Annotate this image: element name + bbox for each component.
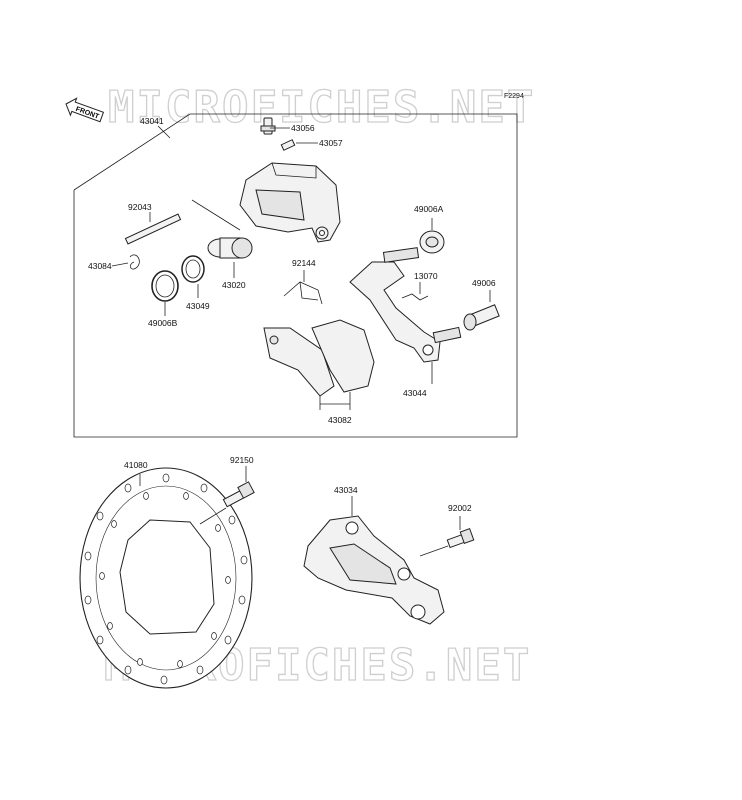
label-92150: 92150: [230, 455, 254, 465]
brake-pads-icon: [263, 319, 375, 410]
label-43056: 43056: [291, 123, 315, 133]
label-43049: 43049: [186, 301, 210, 311]
bracket-spring-icon: [401, 282, 429, 301]
watermark-top: MICROFICHES.NET: [108, 82, 535, 133]
label-43084: 43084: [88, 261, 112, 271]
bleeder-screw-icon: [260, 117, 290, 135]
label-43044: 43044: [403, 388, 427, 398]
caliper-holder-icon: [303, 496, 445, 625]
slide-pin-icon: [124, 212, 182, 245]
label-43082: 43082: [328, 415, 352, 425]
label-49006A: 49006A: [414, 204, 444, 214]
label-43034: 43034: [334, 485, 358, 495]
dust-seal-icon: [151, 270, 179, 316]
label-92043: 92043: [128, 202, 152, 212]
caliper-body-icon: [239, 162, 341, 243]
label-49006: 49006: [472, 278, 496, 288]
front-arrow-icon: FRONT: [65, 97, 105, 123]
piston-seal-icon: [181, 255, 205, 298]
caliper-bracket-icon: [349, 247, 462, 384]
sleeve-bolt-icon: [463, 290, 500, 331]
brake-disc-icon: [79, 467, 253, 689]
pad-spring-icon: [283, 270, 323, 305]
label-92002: 92002: [448, 503, 472, 513]
boot-icon: [419, 218, 445, 254]
label-43041: 43041: [140, 116, 164, 126]
label-43057: 43057: [319, 138, 343, 148]
figure-code: F2294: [504, 93, 524, 100]
caliper-assembly-box: [73, 113, 518, 438]
label-49006B: 49006B: [148, 318, 178, 328]
label-41080: 41080: [124, 460, 148, 470]
piston-icon: [207, 237, 253, 278]
disc-bolt-icon: [199, 466, 255, 525]
clip-icon: [129, 254, 140, 270]
holder-bolt-icon: [419, 516, 475, 557]
label-13070: 13070: [414, 271, 438, 281]
bleeder-cap-icon: [280, 139, 318, 151]
label-92144: 92144: [292, 258, 316, 268]
label-43020: 43020: [222, 280, 246, 290]
